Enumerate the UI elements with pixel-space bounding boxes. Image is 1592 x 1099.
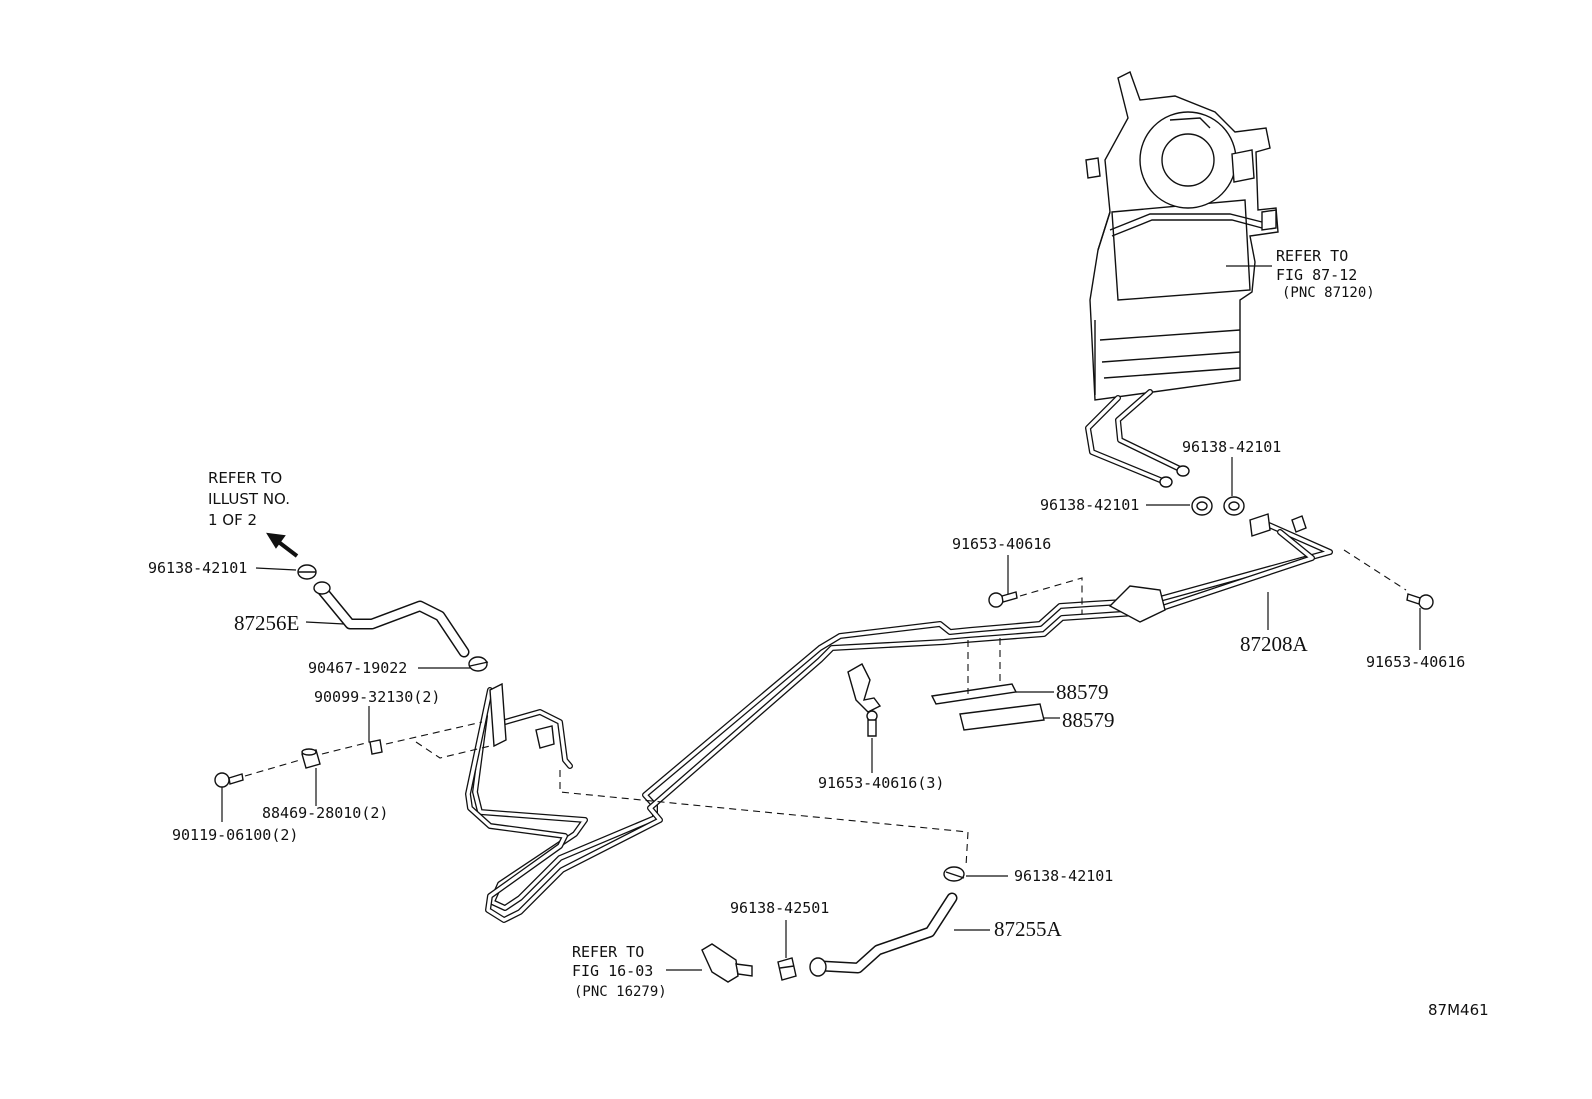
part-label-90099-32130[interactable]: 90099-32130(2) (314, 688, 440, 706)
pipe-87208a-illustration (465, 513, 1333, 923)
leader-lines (221, 265, 1421, 971)
part-label-90467-19022[interactable]: 90467-19022 (308, 659, 407, 677)
part-label-91653-40616-right[interactable]: 91653-40616 (1366, 653, 1465, 671)
clamp-pair-illustration (1191, 496, 1245, 516)
callout-refer-illust: REFER TO ILLUST NO. 1 OF 2 (208, 469, 290, 529)
part-label-91653-40616-top[interactable]: 91653-40616 (952, 535, 1051, 553)
fasteners-left-illustration (214, 739, 383, 788)
part-label-96138-42101-right[interactable]: 96138-42101 (1014, 867, 1113, 885)
part-label-90119-06100[interactable]: 90119-06100(2) (172, 826, 298, 844)
refer-16-03-line3: (PNC 16279) (574, 984, 667, 1000)
hose-87256e-illustration (297, 564, 489, 672)
refer-illust-line1: REFER TO (208, 469, 282, 487)
part-label-87208a[interactable]: 87208A (1240, 632, 1309, 656)
part-label-87256e[interactable]: 87256E (234, 611, 299, 635)
part-label-88579-a[interactable]: 88579 (1056, 680, 1109, 704)
refer-illust-line2: ILLUST NO. (208, 490, 290, 508)
refer-87-12-line3: (PNC 87120) (1282, 285, 1375, 301)
refer-87-12-line1: REFER TO (1276, 247, 1348, 265)
part-label-96138-42501[interactable]: 96138-42501 (730, 899, 829, 917)
cooler-unit-illustration (1085, 71, 1279, 488)
part-label-96138-42101-upper[interactable]: 96138-42101 (1182, 438, 1281, 456)
refer-illust-line3: 1 OF 2 (208, 511, 257, 529)
diagram-id: 87M461 (1428, 1001, 1489, 1019)
bolts-91653-illustration (988, 591, 1434, 610)
pads-88579-illustration (930, 683, 1045, 731)
refer-16-03-line1: REFER TO (572, 943, 644, 961)
part-label-88579-b[interactable]: 88579 (1062, 708, 1115, 732)
callout-refer-fig-16-03: REFER TO FIG 16-03 (PNC 16279) (572, 943, 667, 1000)
refer-16-03-line2: FIG 16-03 (572, 962, 653, 980)
refer-87-12-line2: FIG 87-12 (1276, 266, 1357, 284)
dashed-guides (244, 549, 1407, 867)
hose-87255a-illustration (701, 866, 965, 983)
part-label-88469-28010[interactable]: 88469-28010(2) (262, 804, 388, 822)
part-label-96138-42101-lower[interactable]: 96138-42101 (1040, 496, 1139, 514)
part-label-87255a[interactable]: 87255A (994, 917, 1063, 941)
callout-refer-fig-87-12: REFER TO FIG 87-12 (PNC 87120) (1276, 247, 1375, 301)
part-label-96138-42101-left[interactable]: 96138-42101 (148, 559, 247, 577)
bracket-mid-illustration (847, 663, 882, 737)
refer-arrow-icon (266, 532, 299, 558)
part-label-91653-40616-3[interactable]: 91653-40616(3) (818, 774, 944, 792)
